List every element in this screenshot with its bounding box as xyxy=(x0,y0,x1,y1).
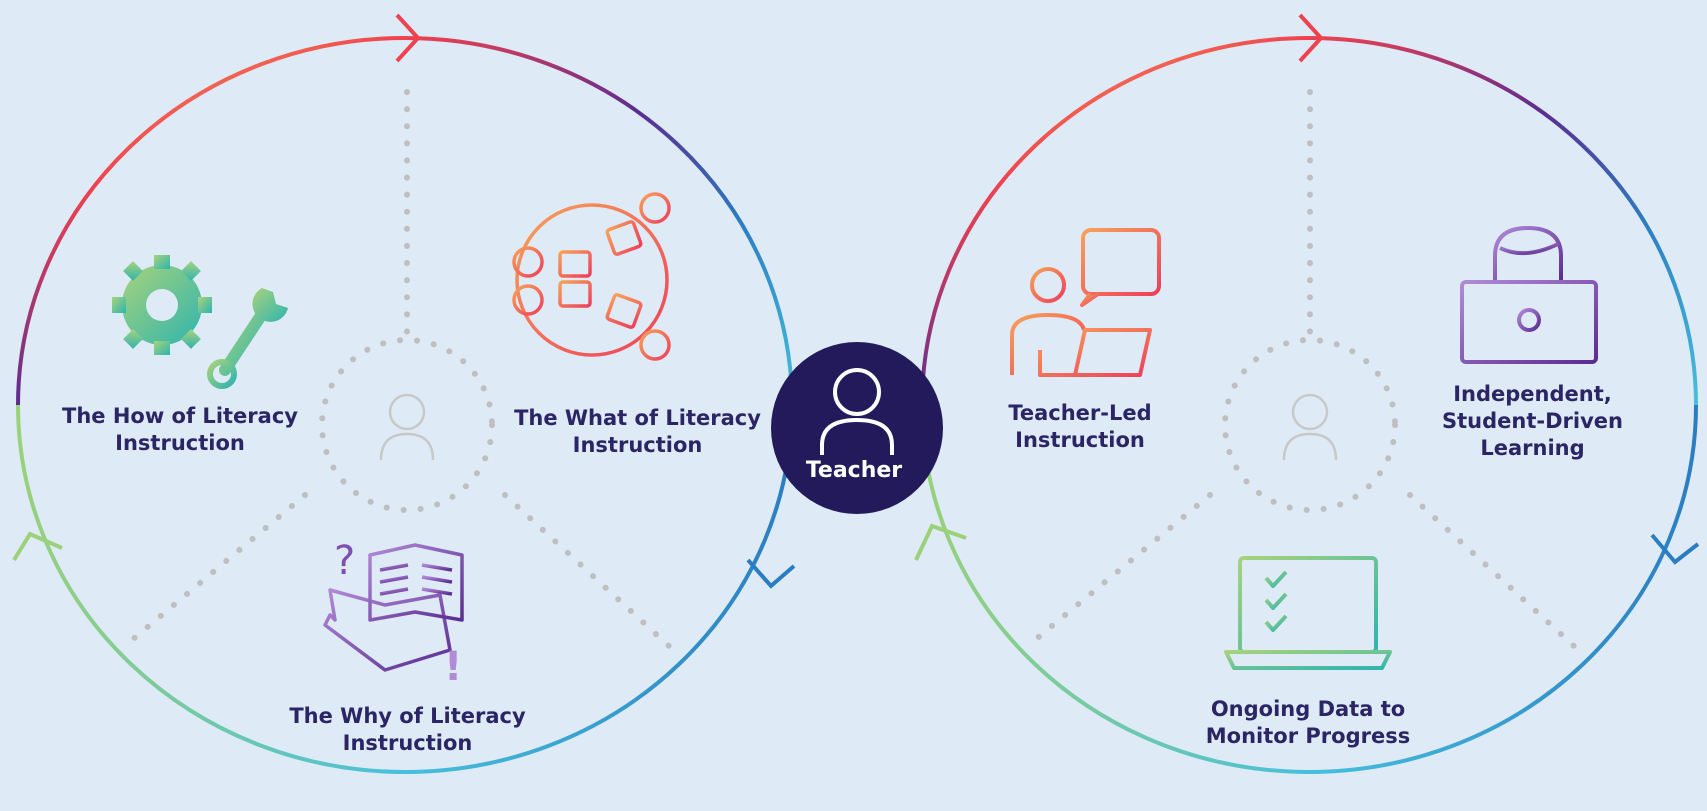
svg-text:?: ? xyxy=(334,538,355,584)
teacher-center-node xyxy=(771,342,943,514)
group-collaboration-icon xyxy=(512,192,671,361)
right-dotted-dividers xyxy=(1032,89,1578,650)
teacher-label: Teacher xyxy=(805,458,903,483)
label-why-of-literacy: The Why of Literacy Instruction xyxy=(289,704,526,755)
left-ring-lower xyxy=(16,404,794,774)
left-ring-arrow-left xyxy=(12,531,63,562)
svg-text:!: ! xyxy=(444,644,462,690)
label-what-of-literacy: The What of Literacy Instruction xyxy=(514,406,761,457)
left-dotted-dividers xyxy=(129,89,673,650)
open-book-question-icon: ? ! xyxy=(323,538,464,690)
student-laptop-icon xyxy=(1455,226,1603,365)
right-ring-arrow-top xyxy=(1298,13,1324,63)
left-ring-upper xyxy=(16,36,794,406)
left-ring-arrow-top xyxy=(395,13,421,63)
checklist-laptop-icon xyxy=(1224,556,1392,670)
left-person-icon xyxy=(379,393,435,461)
right-ring-upper xyxy=(920,36,1698,406)
right-person-icon xyxy=(1282,393,1338,461)
right-ring-arrow-left xyxy=(914,523,967,561)
label-teacher-led: Teacher-Led Instruction xyxy=(1008,401,1152,452)
right-ring-arrow-right xyxy=(1650,533,1700,565)
label-ongoing-data: Ongoing Data to Monitor Progress xyxy=(1205,697,1411,748)
right-ring-lower xyxy=(920,404,1698,774)
gear-wrench-icon xyxy=(112,255,288,389)
label-how-of-literacy: The How of Literacy Instruction xyxy=(62,404,298,455)
left-ring-arrow-right xyxy=(746,558,796,589)
right-cycle xyxy=(914,13,1700,774)
label-independent-learning: Independent, Student-Driven Learning xyxy=(1442,382,1623,460)
teacher-chat-icon xyxy=(1010,228,1161,377)
teacher-person-icon xyxy=(820,368,894,455)
left-cycle: ? ! xyxy=(12,13,796,774)
